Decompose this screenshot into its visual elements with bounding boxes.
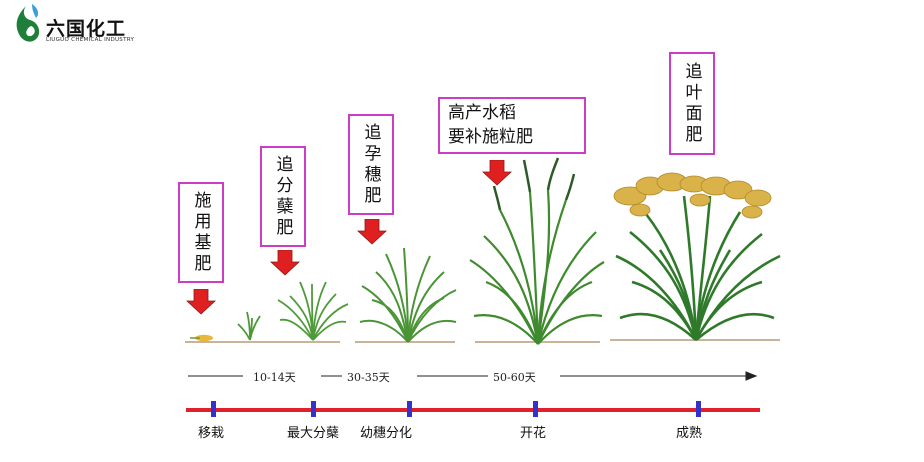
plant-tillering bbox=[277, 281, 349, 341]
duration-label: 30-35天 bbox=[347, 371, 390, 384]
duration-label: 50-60天 bbox=[493, 371, 536, 384]
company-logo: 六国化工 LIUGUO CHEMICAL INDUSTRY bbox=[10, 2, 150, 46]
stage-label: 移栽 bbox=[198, 426, 225, 441]
arrow-down-icon bbox=[357, 219, 387, 245]
stage-label: 最大分蘖 bbox=[287, 426, 340, 441]
plant-booting bbox=[359, 247, 457, 343]
arrow-down-icon bbox=[186, 289, 216, 315]
duration-label: 10-14天 bbox=[253, 371, 296, 384]
label-grain-fertilizer: 高产水稻 要补施粒肥 bbox=[438, 97, 586, 154]
plant-seed bbox=[190, 334, 213, 342]
label-grain-line-1: 高产水稻 bbox=[448, 103, 516, 123]
label-basal-fertilizer: 施用基肥 bbox=[178, 182, 224, 283]
stage-label: 开花 bbox=[520, 426, 547, 441]
plant-flowering bbox=[469, 157, 605, 345]
leaf-drop-icon bbox=[16, 4, 40, 42]
ground-lines bbox=[185, 339, 780, 343]
label-tiller-fertilizer: 追分蘖肥 bbox=[260, 146, 306, 247]
stage-label: 成熟 bbox=[676, 426, 703, 441]
plant-mature-grains bbox=[613, 172, 772, 219]
logo-subtitle: LIUGUO CHEMICAL INDUSTRY bbox=[46, 37, 135, 43]
plant-mature bbox=[615, 195, 781, 341]
arrow-down-icon bbox=[270, 250, 300, 276]
label-panicle-fertilizer: 追孕穗肥 bbox=[348, 114, 394, 215]
plant-seedling bbox=[237, 311, 261, 341]
duration-arrow-line bbox=[188, 371, 758, 381]
label-grain-line-2: 要补施粒肥 bbox=[448, 127, 533, 147]
logo-name: 六国化工 bbox=[46, 18, 127, 40]
stage-label: 幼穗分化 bbox=[360, 426, 413, 441]
label-foliar-fertilizer: 追叶面肥 bbox=[669, 52, 715, 155]
arrow-down-icon bbox=[482, 160, 512, 186]
timeline-ticks bbox=[211, 401, 701, 417]
